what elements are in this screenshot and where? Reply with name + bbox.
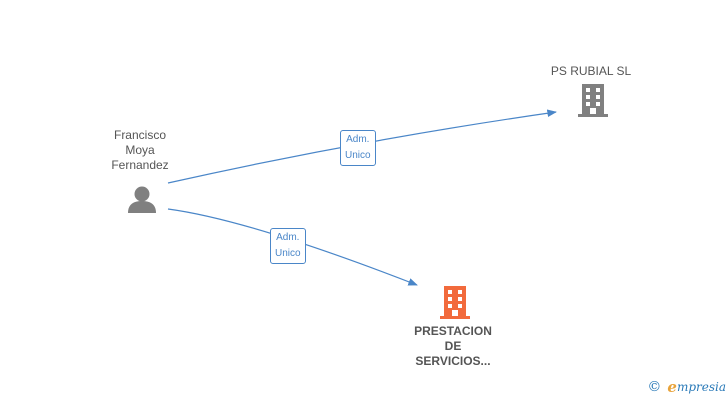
building-icon[interactable] bbox=[578, 84, 608, 117]
company2-name-label[interactable]: PRESTACION DE SERVICIOS... bbox=[414, 324, 492, 368]
company1-name-label[interactable]: PS RUBIAL SL bbox=[550, 64, 632, 78]
building-icon[interactable] bbox=[440, 286, 470, 319]
edge-role-line1: Adm. bbox=[346, 134, 370, 145]
edge-role-line2: Unico bbox=[275, 248, 301, 259]
edge-role-line1: Adm. bbox=[276, 232, 300, 243]
copyright-symbol: © bbox=[647, 379, 662, 395]
edge-role-label: Adm. Unico bbox=[270, 228, 306, 264]
brand-initial: e bbox=[667, 378, 677, 396]
person-name-label[interactable]: Francisco Moya Fernandez bbox=[111, 128, 169, 172]
edge-role-line2: Unico bbox=[345, 150, 371, 161]
person-icon[interactable] bbox=[128, 186, 156, 214]
empresia-watermark: © e mpresia bbox=[647, 378, 726, 396]
brand-name: mpresia bbox=[676, 380, 726, 394]
edge-role-label: Adm. Unico bbox=[340, 130, 376, 166]
